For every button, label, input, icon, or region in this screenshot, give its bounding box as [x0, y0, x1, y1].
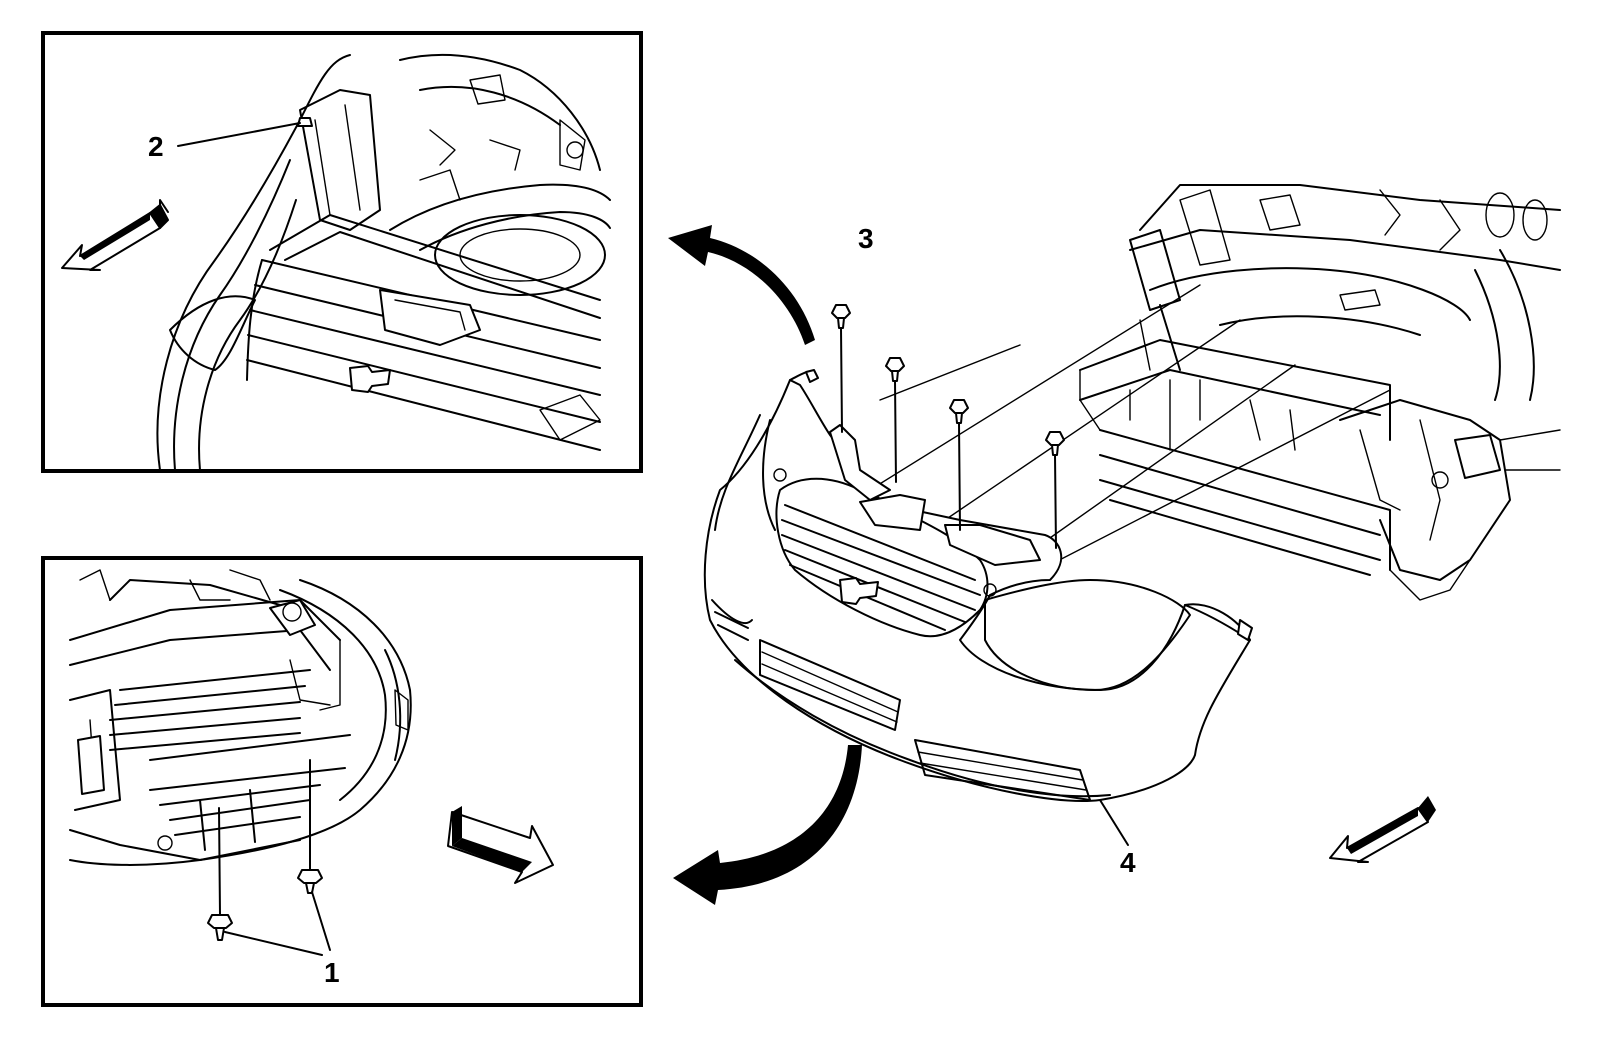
push-pin-retainer-icon — [949, 399, 969, 531]
main-bumper-illustration: 3 4 — [703, 184, 1561, 878]
front-direction-arrow-icon — [61, 199, 169, 271]
front-direction-arrow-icon — [447, 806, 554, 884]
callout-4: 4 — [1120, 847, 1136, 878]
push-pin-retainer-icon — [207, 807, 233, 941]
callout-2: 2 — [148, 131, 164, 162]
push-pin-retainer-icon — [831, 304, 851, 433]
curved-rotation-arrow-icon — [668, 225, 815, 345]
detail-panel-lower: 1 — [41, 556, 643, 1007]
push-pin-retainer-icon — [1045, 431, 1065, 549]
push-pin-retainer-icon — [297, 759, 323, 894]
front-direction-arrow-icon — [1329, 796, 1436, 863]
curved-rotation-arrow-icon — [673, 745, 862, 905]
detail-panel-upper: 2 — [41, 31, 643, 473]
upper-fascia-illustration — [156, 53, 611, 469]
callout-1: 1 — [324, 957, 340, 988]
lower-fascia-illustration — [69, 569, 412, 866]
push-pin-retainer-icon — [885, 357, 905, 483]
callout-3: 3 — [858, 223, 874, 254]
